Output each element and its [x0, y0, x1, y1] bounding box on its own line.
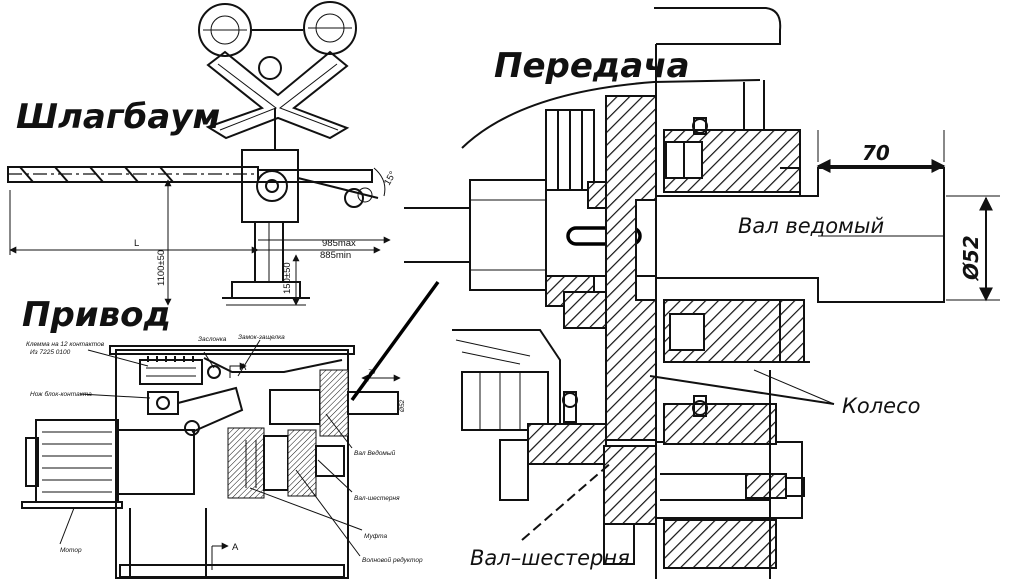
signal-lamp-left: [198, 3, 252, 57]
label-terminal-block-code: Из 7225 0100: [30, 349, 71, 356]
zoom-connector-line: [350, 280, 440, 402]
dim-length-70: 70: [862, 141, 890, 165]
label-drive-driven-shaft: Вал Ведомый: [354, 449, 396, 457]
drive-dim-d52: Ø52: [399, 399, 406, 413]
key-slot: [566, 226, 642, 246]
label-motor: Мотор: [60, 547, 82, 554]
dim-diameter-52: Ø52: [959, 235, 983, 281]
callout-pinion-shaft: Вал–шестерня: [470, 546, 630, 570]
label-wave-reducer: Волновой редуктор: [362, 556, 423, 564]
terminal-block: [139, 356, 203, 385]
barrier-dimensions: L 985max 885min 1100±50 150±50 15°: [9, 167, 399, 306]
dim-min-reach: 885min: [320, 250, 351, 261]
signal-lamp-right: [303, 1, 357, 55]
label-lock-latch: Замок-защелка: [238, 334, 285, 341]
title-drive: Привод: [22, 295, 171, 335]
dim-d52: Ø52: [946, 195, 1000, 302]
drive-driven-shaft: 70 Ø52: [269, 369, 406, 437]
shaft-nut: [469, 179, 547, 291]
title-transmission: Передача: [494, 46, 690, 86]
leader-pinion-shaft: [521, 461, 613, 541]
barrier-arm: [7, 166, 379, 208]
barrier-drawing: L 985max 885min 1100±50 150±50 15°: [7, 1, 399, 306]
transmission-drawing: 70 Ø52: [404, 7, 1000, 579]
motor: [21, 419, 195, 509]
label-coupling: Муфта: [364, 533, 388, 540]
output-shaft: [656, 167, 945, 303]
label-knife-contact: Нож блок-контакта: [30, 390, 92, 398]
warning-cross: [205, 50, 350, 140]
callout-wheel: Колесо: [842, 394, 921, 418]
knife-contact: [147, 357, 343, 436]
leader-wheel: [649, 375, 835, 405]
barrier-housing: [222, 149, 310, 306]
title-barrier: Шлагбаум: [16, 97, 220, 137]
dim-height-150: 150±50: [282, 262, 293, 294]
drive-drawing: 70 Ø52 A A Клемма на 12 контактов Из 722…: [21, 334, 423, 579]
dim-overall-length: L: [134, 238, 139, 249]
lower-assembly: [452, 329, 805, 579]
gear-wheel: [563, 95, 657, 441]
flange-bolts-left: [545, 109, 595, 307]
callout-driven-shaft: Вал ведомый: [738, 214, 884, 238]
bearing-upper: [663, 117, 801, 196]
label-damper: Заслонка: [198, 336, 227, 343]
dim-70: 70: [816, 130, 946, 173]
label-terminal-block: Клемма на 12 контактов: [26, 341, 105, 348]
coupling: [227, 427, 345, 499]
dim-height-1100: 1100±50: [156, 250, 167, 286]
section-mark-a1: A: [232, 542, 239, 553]
dim-max-reach: 985max: [322, 238, 356, 249]
label-pinion-shaft: Вал-шестерня: [354, 495, 400, 502]
bearing-lower: [663, 299, 810, 363]
